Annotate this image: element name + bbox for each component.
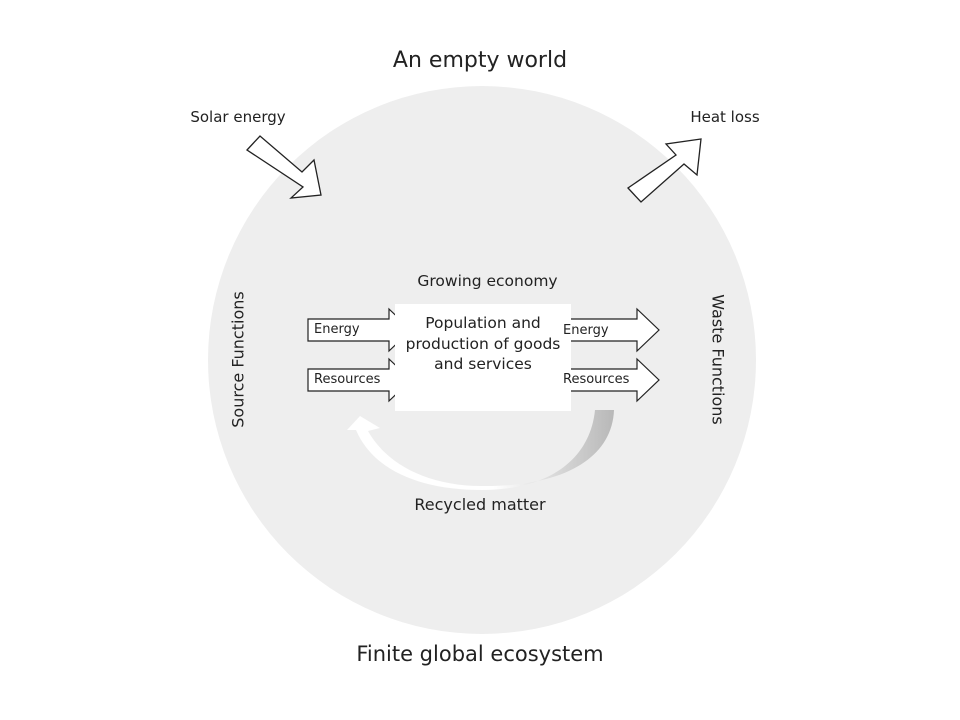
- ecosystem-label: Finite global ecosystem: [356, 642, 604, 666]
- recycled-matter-label: Recycled matter: [414, 495, 546, 514]
- heat-loss-label: Heat loss: [690, 108, 760, 126]
- economy-box-text: Population and production of goods and s…: [405, 314, 561, 373]
- solar-energy-label: Solar energy: [190, 108, 286, 126]
- economy-box: [395, 304, 571, 411]
- output-resources-label: Resources: [563, 372, 630, 387]
- output-energy-label: Energy: [563, 323, 609, 338]
- diagram-title: An empty world: [392, 48, 568, 73]
- growing-economy-label: Growing economy: [417, 272, 558, 290]
- heat-loss-arrow: [627, 138, 702, 203]
- input-resources-label: Resources: [314, 372, 381, 387]
- waste-functions-label: Waste Functions: [708, 294, 728, 425]
- solar-energy-arrow: [246, 135, 322, 199]
- input-energy-label: Energy: [314, 322, 360, 337]
- source-functions-label: Source Functions: [228, 291, 248, 428]
